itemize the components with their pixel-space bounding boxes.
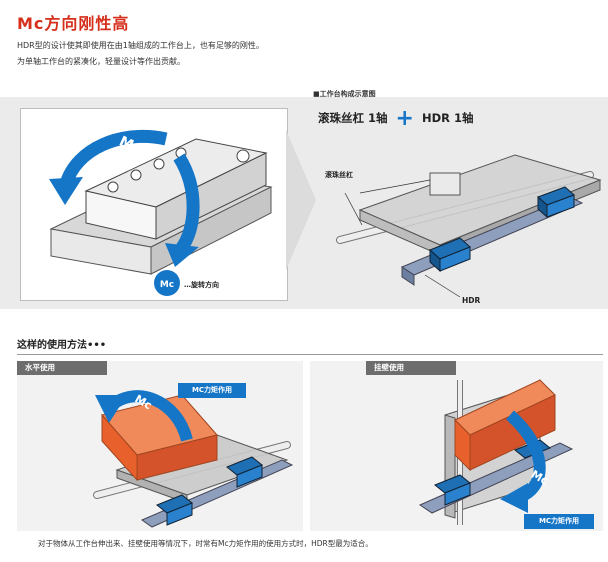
wall-usage-illustration: Mc xyxy=(418,379,574,525)
horizontal-mc-tag: MC力矩作用 xyxy=(178,383,246,398)
combo-ballscrew: 滚珠丝杠 1轴 xyxy=(318,111,388,125)
wall-mc-tag: MC力矩作用 xyxy=(524,514,594,529)
plus-icon: + xyxy=(395,105,414,131)
horizontal-usage-bar: 水平使用 xyxy=(17,361,107,375)
usage-heading: 这样的使用方法••• xyxy=(17,340,107,351)
hdr-label: HDR xyxy=(462,296,481,305)
mc-legend-text: …旋转方向 xyxy=(184,280,219,289)
section-divider xyxy=(17,354,603,355)
horizontal-usage-illustration: Mc xyxy=(93,390,294,528)
ballscrew-label: 滚珠丝杠 xyxy=(325,170,353,179)
table-schematic: 滚珠丝杠 HDR xyxy=(325,154,602,305)
intro-line-2: 为单轴工作台的紧凑化，轻量设计等作出贡献。 xyxy=(17,57,185,66)
combo-hdr: HDR 1轴 xyxy=(421,111,474,125)
callout-connector xyxy=(286,130,316,270)
mc-legend-badge-circle xyxy=(154,270,180,296)
wall-usage-bar: 挂壁使用 xyxy=(366,361,456,375)
linear-guide-figure: Mc Mc …旋转方向 xyxy=(20,108,288,301)
combo-heading: 滚珠丝杠 1轴 + HDR 1轴 xyxy=(318,105,474,131)
schematic-label: ■工作台构成示意图 xyxy=(313,90,376,98)
linear-guide-illustration: Mc Mc …旋转方向 xyxy=(49,129,273,296)
footnote: 对于物体从工作台伸出来、挂壁使用等情况下，时常有Mc力矩作用的使用方式时，HDR… xyxy=(38,539,373,548)
mc-legend-badge: Mc xyxy=(160,280,174,290)
page-title: Mc方向刚性高 xyxy=(17,14,130,33)
intro-line-1: HDR型的设计使其即使用在由1轴组成的工作台上，也有足够的刚性。 xyxy=(17,41,264,50)
